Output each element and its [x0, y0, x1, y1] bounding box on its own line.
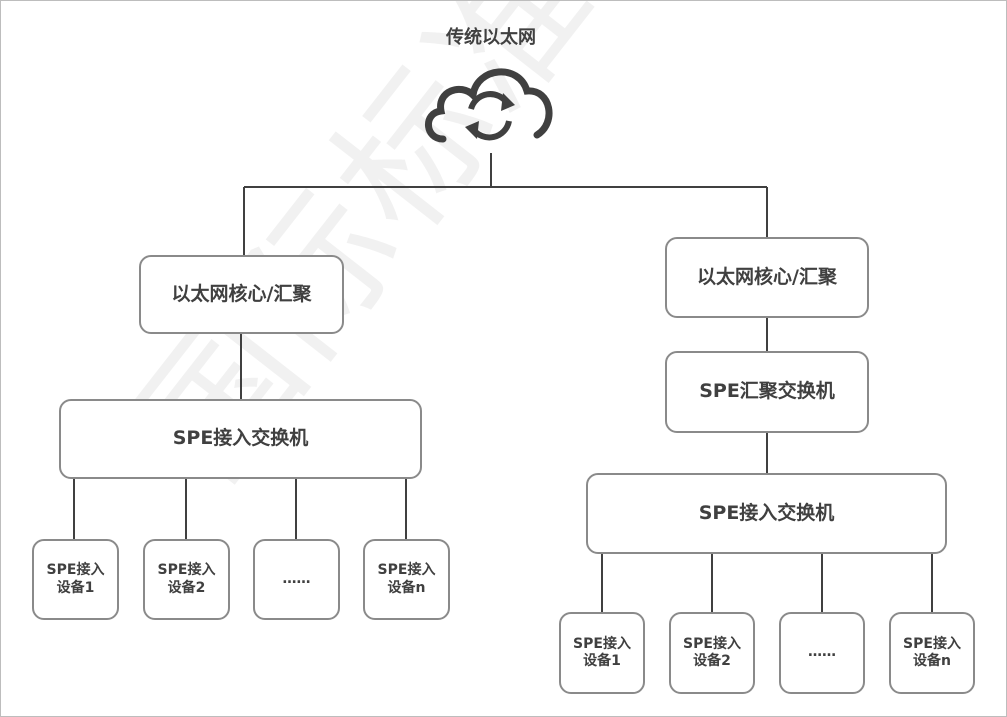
device-label-line1: SPE接入	[903, 635, 961, 652]
left-spe-access-switch-box: SPE接入交换机	[59, 399, 422, 479]
right-core-aggregation-box: 以太网核心/汇聚	[665, 237, 869, 318]
left-device-2-box: SPE接入 设备2	[143, 539, 230, 620]
device-label-line1: ……	[282, 570, 311, 587]
right-spe-aggregation-switch-box: SPE汇聚交换机	[665, 351, 869, 433]
device-label-line2: 设备2	[693, 653, 731, 669]
right-spe-access-switch-box: SPE接入交换机	[586, 473, 947, 554]
left-device-ellipsis-box: ……	[253, 539, 340, 620]
left-device-n-box: SPE接入 设备n	[363, 539, 450, 620]
right-device-2-box: SPE接入 设备2	[669, 612, 755, 694]
left-core-aggregation-box: 以太网核心/汇聚	[139, 255, 344, 334]
device-label-line2: 设备1	[56, 579, 95, 596]
right-device-ellipsis-box: ……	[779, 612, 865, 694]
device-label-line2: 设备1	[583, 653, 621, 669]
device-label-line2: 设备n	[387, 579, 426, 596]
left-device-1-box: SPE接入 设备1	[32, 539, 119, 620]
device-label-line1: ……	[808, 644, 836, 661]
device-label-line1: SPE接入	[573, 635, 631, 652]
right-device-1-box: SPE接入 设备1	[559, 612, 645, 694]
device-label-line1: SPE接入	[377, 562, 436, 578]
cloud-sync-icon	[425, 68, 553, 143]
right-device-n-box: SPE接入 设备n	[889, 612, 975, 694]
cloud-title: 传统以太网	[446, 27, 536, 48]
device-label-line2: 设备n	[913, 653, 951, 669]
device-label-line1: SPE接入	[46, 562, 105, 578]
device-label-line1: SPE接入	[157, 562, 216, 578]
device-label-line1: SPE接入	[683, 635, 741, 652]
device-label-line2: 设备2	[167, 579, 206, 596]
